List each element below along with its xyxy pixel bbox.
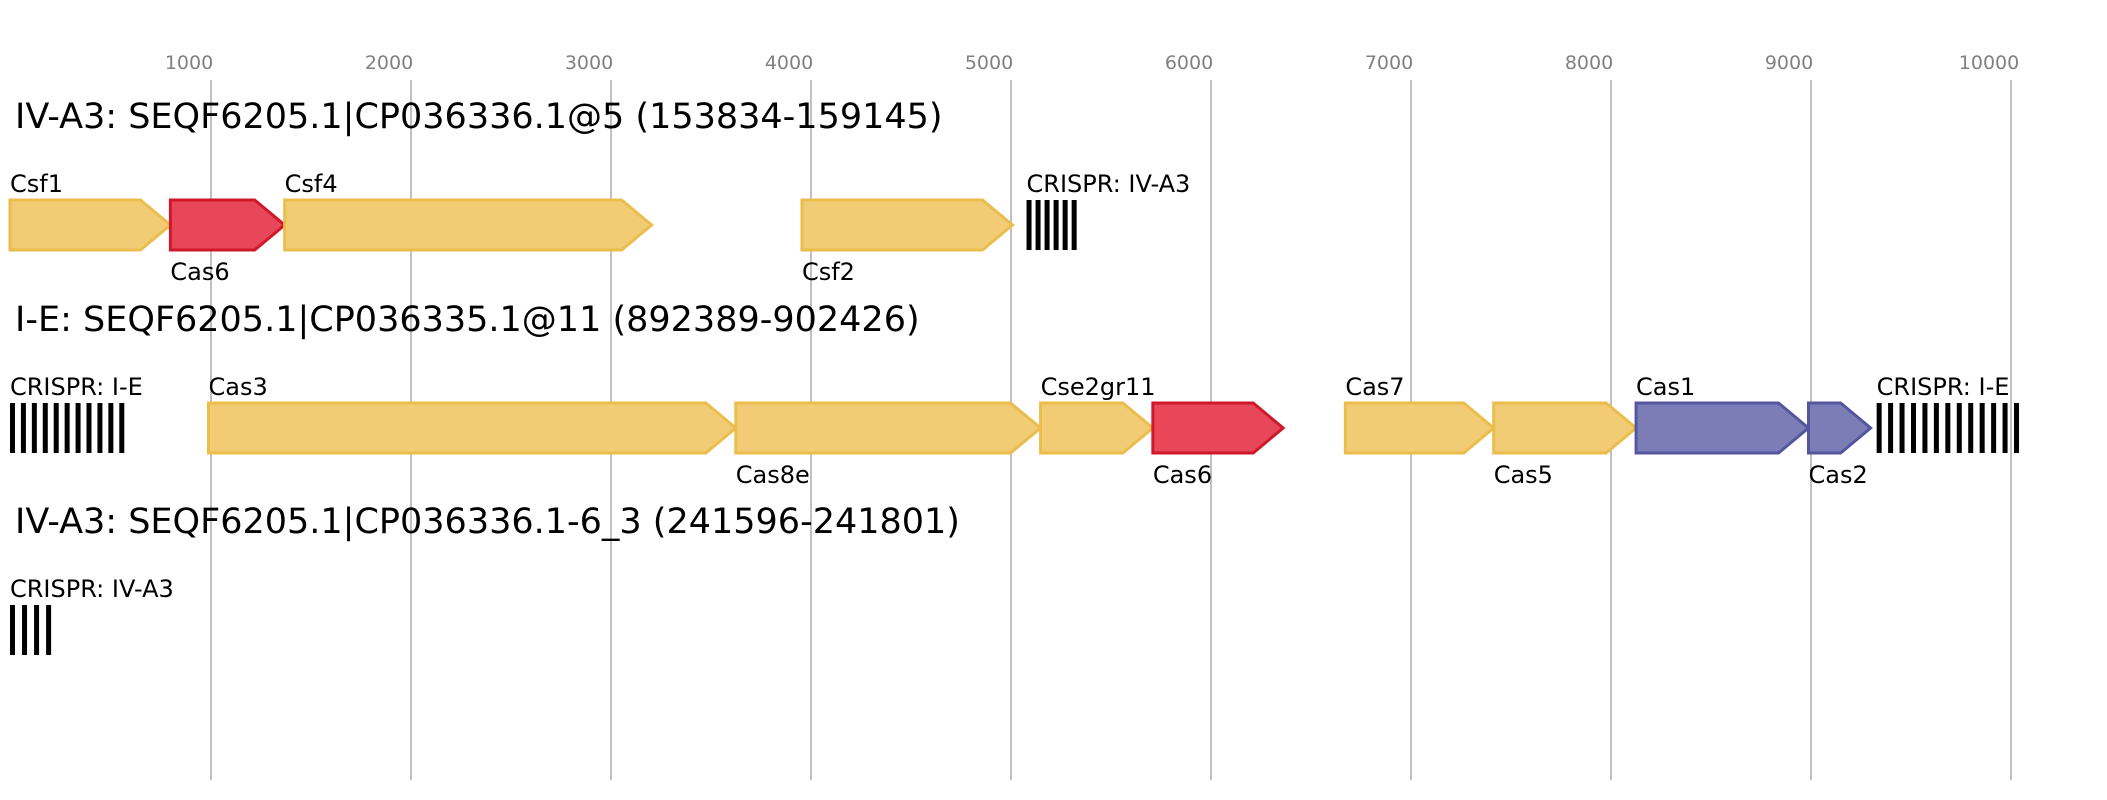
crispr-repeat <box>10 605 15 655</box>
tick-label: 10000 <box>1959 52 2019 74</box>
tick-label: 8000 <box>1565 52 1613 74</box>
gene-arrow-cas8e <box>734 401 1043 455</box>
crispr-repeat <box>97 403 103 453</box>
gene-label: Cas6 <box>170 258 229 286</box>
crispr-repeat <box>20 403 26 453</box>
gene-label: Cas2 <box>1808 461 1867 489</box>
tick-label: 5000 <box>965 52 1013 74</box>
locus-track: IV-A3: SEQF6205.1|CP036336.1@5 (153834-1… <box>8 97 1191 286</box>
crispr-repeat <box>108 403 114 453</box>
crispr-repeat <box>64 403 70 453</box>
crispr-repeat <box>1062 200 1068 250</box>
crispr-repeat <box>1922 403 1928 453</box>
gene-arrow-csf4 <box>283 198 654 252</box>
crispr-label: CRISPR: IV-A3 <box>10 575 174 603</box>
crispr-repeat <box>1910 403 1916 453</box>
crispr-repeat <box>53 403 59 453</box>
gene-label: Cse2gr11 <box>1041 373 1156 401</box>
axis-tick-labels: 1000 2000 3000 4000 5000 6000 7000 8000 9000 1000… <box>165 52 2019 74</box>
crispr-repeat <box>1053 200 1059 250</box>
crispr-repeat <box>75 403 81 453</box>
crispr-repeat <box>34 605 40 655</box>
gene-arrow-cas6 <box>168 198 288 252</box>
crispr-repeat <box>1979 403 1985 453</box>
gene-label: Cas6 <box>1153 461 1212 489</box>
track-title: I-E: SEQF6205.1|CP036335.1@11 (892389-90… <box>15 300 920 340</box>
gene-arrow-cas2 <box>1806 401 1873 455</box>
crispr-label: CRISPR: I-E <box>1877 373 2010 401</box>
tick-label: 9000 <box>1765 52 1813 74</box>
crispr-repeat <box>1888 403 1894 453</box>
crispr-repeat <box>1899 403 1905 453</box>
gene-label: Cas8e <box>736 461 810 489</box>
locus-track: IV-A3: SEQF6205.1|CP036336.1-6_3 (241596… <box>10 502 960 655</box>
crispr-repeat <box>1876 403 1882 453</box>
crispr-label: CRISPR: I-E <box>10 373 143 401</box>
crispr-repeat <box>1968 403 1974 453</box>
tick-label: 6000 <box>1165 52 1213 74</box>
crispr-repeat <box>1044 200 1050 250</box>
crispr-repeat <box>42 403 48 453</box>
crispr-repeat <box>1945 403 1951 453</box>
crispr-repeat <box>22 605 28 655</box>
crispr-repeat <box>86 403 92 453</box>
crispr-repeat <box>46 605 52 655</box>
track-title: IV-A3: SEQF6205.1|CP036336.1-6_3 (241596… <box>15 502 960 542</box>
crispr-repeat <box>119 403 125 453</box>
locus-track: I-E: SEQF6205.1|CP036335.1@11 (892389-90… <box>10 300 2020 489</box>
tick-label: 1000 <box>165 52 213 74</box>
gene-arrow-csf1 <box>8 198 173 252</box>
crispr-repeat <box>10 403 15 453</box>
gene-label: Cas1 <box>1636 373 1695 401</box>
gene-arrow-cas5 <box>1492 401 1639 455</box>
gene-label: Cas5 <box>1494 461 1553 489</box>
track-title: IV-A3: SEQF6205.1|CP036336.1@5 (153834-1… <box>15 97 943 137</box>
tick-label: 3000 <box>565 52 613 74</box>
tick-label: 2000 <box>365 52 413 74</box>
gene-arrow-cas1 <box>1634 401 1811 455</box>
gene-label: Csf4 <box>285 170 338 198</box>
gene-arrow-cas6 <box>1151 401 1286 455</box>
crispr-repeat <box>2002 403 2008 453</box>
crispr-repeat <box>1071 200 1077 250</box>
crispr-repeat <box>1991 403 1997 453</box>
crispr-repeat <box>1035 200 1041 250</box>
gene-arrow-cas3 <box>206 401 739 455</box>
gene-label: Csf2 <box>802 258 855 286</box>
gene-arrow-cas7 <box>1343 401 1497 455</box>
crispr-repeat <box>1956 403 1962 453</box>
locus-tracks: IV-A3: SEQF6205.1|CP036336.1@5 (153834-1… <box>8 97 2020 655</box>
crispr-repeat <box>1026 200 1032 250</box>
tick-label: 4000 <box>765 52 813 74</box>
gene-label: Cas3 <box>208 373 267 401</box>
crispr-repeat <box>2014 403 2020 453</box>
crispr-repeat <box>31 403 37 453</box>
tick-label: 7000 <box>1365 52 1413 74</box>
crispr-repeat <box>1933 403 1939 453</box>
gene-label: Csf1 <box>10 170 63 198</box>
gene-label: Cas7 <box>1345 373 1404 401</box>
crispr-label: CRISPR: IV-A3 <box>1027 170 1191 198</box>
gene-arrow-csf2 <box>800 198 1015 252</box>
gene-arrow-cse2gr11 <box>1039 401 1156 455</box>
